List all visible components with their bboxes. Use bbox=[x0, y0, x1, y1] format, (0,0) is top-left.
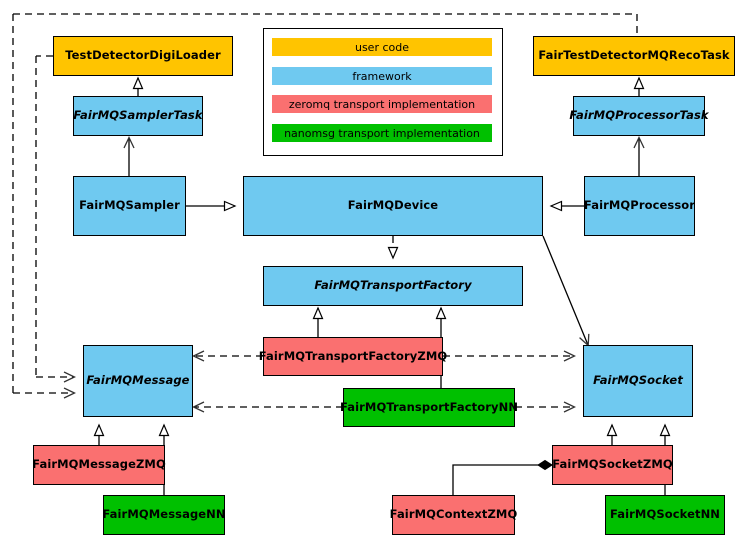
legend-item-framework: framework bbox=[272, 67, 492, 85]
class-node-FairMQMessageZMQ[interactable]: FairMQMessageZMQ bbox=[32, 445, 166, 485]
class-node-FairMQSampler[interactable]: FairMQSampler bbox=[73, 176, 186, 236]
dependency-routing-digiloader bbox=[35, 55, 74, 377]
class-node-FairMQSocketZMQ[interactable]: FairMQSocketZMQ bbox=[552, 445, 673, 485]
class-node-FairMQSocket[interactable]: FairMQSocket bbox=[583, 345, 693, 417]
legend-item-zeromq: zeromq transport implementation bbox=[272, 95, 492, 113]
class-node-FairTestDetectorMQRecoTask[interactable]: FairTestDetectorMQRecoTask bbox=[533, 36, 735, 76]
composition-edge-context-socketzmq bbox=[452, 459, 553, 495]
legend-item-nanomsg: nanomsg transport implementation bbox=[272, 124, 492, 142]
class-node-TestDetectorDigiLoader[interactable]: TestDetectorDigiLoader bbox=[53, 36, 233, 76]
class-node-FairMQSamplerTask[interactable]: FairMQSamplerTask bbox=[73, 96, 203, 136]
class-node-FairMQTransportFactoryNN[interactable]: FairMQTransportFactoryNN bbox=[340, 388, 518, 427]
dependency-routing-outer bbox=[12, 13, 638, 393]
class-node-FairMQProcessor[interactable]: FairMQProcessor bbox=[584, 176, 695, 236]
class-node-FairMQTransportFactoryZMQ[interactable]: FairMQTransportFactoryZMQ bbox=[259, 337, 447, 376]
class-node-FairMQContextZMQ[interactable]: FairMQContextZMQ bbox=[390, 495, 517, 535]
class-node-FairMQMessage[interactable]: FairMQMessage bbox=[83, 345, 193, 417]
class-node-FairMQMessageNN[interactable]: FairMQMessageNN bbox=[102, 495, 226, 535]
class-node-FairMQProcessorTask[interactable]: FairMQProcessorTask bbox=[569, 96, 709, 136]
class-node-FairMQTransportFactory[interactable]: FairMQTransportFactory bbox=[263, 266, 523, 306]
legend-item-user-code: user code bbox=[272, 38, 492, 56]
class-node-FairMQDevice[interactable]: FairMQDevice bbox=[243, 176, 543, 236]
association-edges bbox=[129, 138, 639, 345]
class-node-FairMQSocketNN[interactable]: FairMQSocketNN bbox=[605, 495, 725, 535]
